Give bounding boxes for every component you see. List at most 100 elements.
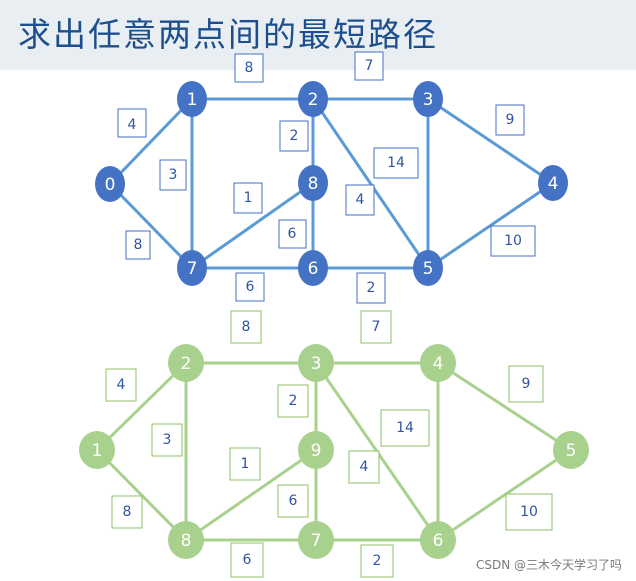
top-weight-label: 10	[504, 233, 522, 249]
top-node-label: 7	[187, 259, 198, 279]
bottom-node-label: 1	[92, 441, 103, 461]
top-node-8	[298, 165, 328, 201]
top-weight-box	[279, 120, 309, 152]
bottom-node-label: 3	[311, 354, 322, 374]
top-edge-n2-n5	[311, 98, 430, 269]
top-weight-box	[117, 108, 147, 138]
bottom-weight-label: 8	[123, 504, 132, 520]
bottom-weight-label: 9	[522, 376, 531, 392]
bottom-node-4	[420, 344, 456, 382]
top-edge-n0-n1	[108, 97, 194, 186]
top-weight-label: 3	[169, 167, 178, 183]
bottom-weight-label: 4	[360, 459, 369, 475]
top-weight-box	[235, 272, 265, 302]
bottom-weight-label: 10	[520, 504, 538, 520]
top-node-label: 3	[423, 90, 434, 110]
top-node-7	[177, 250, 207, 286]
bottom-weight-box	[230, 542, 264, 578]
top-node-1	[177, 81, 207, 117]
bottom-node-9	[298, 431, 334, 469]
bottom-weight-box	[360, 310, 392, 344]
bottom-node-label: 8	[181, 531, 192, 551]
top-node-label: 0	[105, 175, 116, 195]
bottom-weight-label: 3	[163, 432, 172, 448]
bottom-weight-label: 14	[396, 420, 414, 436]
top-weight-label: 1	[244, 190, 253, 206]
top-weight-label: 4	[128, 117, 137, 133]
top-weight-box	[159, 159, 187, 191]
top-weight-label: 9	[506, 112, 515, 128]
top-weight-box	[125, 230, 151, 260]
top-node-3	[413, 81, 443, 117]
bottom-edge-n8-n9	[185, 448, 317, 542]
top-weight-box	[354, 51, 384, 81]
bottom-node-label: 4	[433, 354, 444, 374]
top-node-label: 8	[308, 174, 319, 194]
top-weight-label: 7	[365, 58, 374, 74]
bottom-weight-box	[508, 365, 544, 403]
top-node-label: 1	[187, 90, 198, 110]
top-node-0	[95, 166, 125, 202]
bottom-weight-label: 6	[243, 552, 252, 568]
top-weight-box	[495, 104, 525, 136]
bottom-node-5	[553, 431, 589, 469]
top-weight-box	[356, 272, 386, 304]
page-title: 求出任意两点间的最短路径	[18, 15, 438, 54]
bottom-weight-label: 2	[289, 393, 298, 409]
top-weight-box	[373, 147, 419, 179]
bottom-weight-box	[277, 484, 309, 518]
top-edge-n7-n8	[191, 181, 314, 270]
top-node-4	[538, 165, 568, 201]
top-weight-label: 2	[290, 128, 299, 144]
bottom-graph-weights: 4 8 8 3 7 2 4 14 9 10 1 6 6 2	[105, 310, 553, 578]
bottom-weight-label: 2	[373, 553, 382, 569]
top-node-6	[298, 250, 328, 286]
bottom-node-label: 2	[181, 354, 192, 374]
top-node-2	[298, 81, 328, 117]
bottom-node-2	[168, 344, 204, 382]
bottom-weight-label: 1	[241, 456, 250, 472]
bottom-weight-label: 4	[117, 377, 126, 393]
bottom-node-label: 6	[433, 531, 444, 551]
top-weight-label: 14	[387, 155, 405, 171]
title-banner: 求出任意两点间的最短路径	[0, 0, 636, 70]
bottom-weight-box	[360, 544, 394, 578]
bottom-node-1	[79, 431, 115, 469]
top-edge-n0-n7	[108, 182, 194, 270]
top-weight-box	[345, 184, 375, 216]
bottom-weight-box	[230, 310, 262, 344]
bottom-weight-box	[505, 493, 553, 531]
bottom-node-7	[298, 521, 334, 559]
bottom-node-6	[420, 521, 456, 559]
bottom-weight-box	[151, 423, 183, 457]
bottom-node-label: 9	[311, 441, 322, 461]
bottom-edge-n1-n8	[95, 448, 188, 542]
top-weight-box	[278, 219, 307, 249]
bottom-weight-box	[348, 450, 380, 484]
bottom-weight-label: 6	[289, 493, 298, 509]
bottom-weight-box	[380, 409, 430, 447]
top-weight-label: 2	[367, 280, 376, 296]
bottom-node-3	[298, 344, 334, 382]
top-node-label: 5	[423, 259, 434, 279]
top-node-label: 4	[548, 174, 559, 194]
bottom-node-label: 5	[566, 441, 577, 461]
bottom-node-label: 7	[311, 531, 322, 551]
bottom-weight-box	[229, 447, 261, 481]
top-weight-label: 8	[245, 60, 254, 76]
top-weight-label: 6	[246, 279, 255, 295]
bottom-edge-n1-n2	[95, 361, 188, 452]
bottom-weight-box	[277, 384, 309, 418]
watermark: CSDN @三木今天学习了吗	[475, 558, 622, 572]
bottom-weight-label: 7	[372, 319, 381, 335]
top-weight-label: 8	[134, 237, 143, 253]
top-weight-box	[233, 182, 263, 214]
bottom-node-8	[168, 521, 204, 559]
top-weight-box	[234, 53, 264, 83]
top-node-label: 6	[308, 259, 319, 279]
top-edge-n3-n4	[427, 97, 554, 185]
bottom-weight-label: 8	[242, 319, 251, 335]
bottom-graph-nodes: 1 2 3 4 5 6 7 8 9	[79, 344, 589, 559]
